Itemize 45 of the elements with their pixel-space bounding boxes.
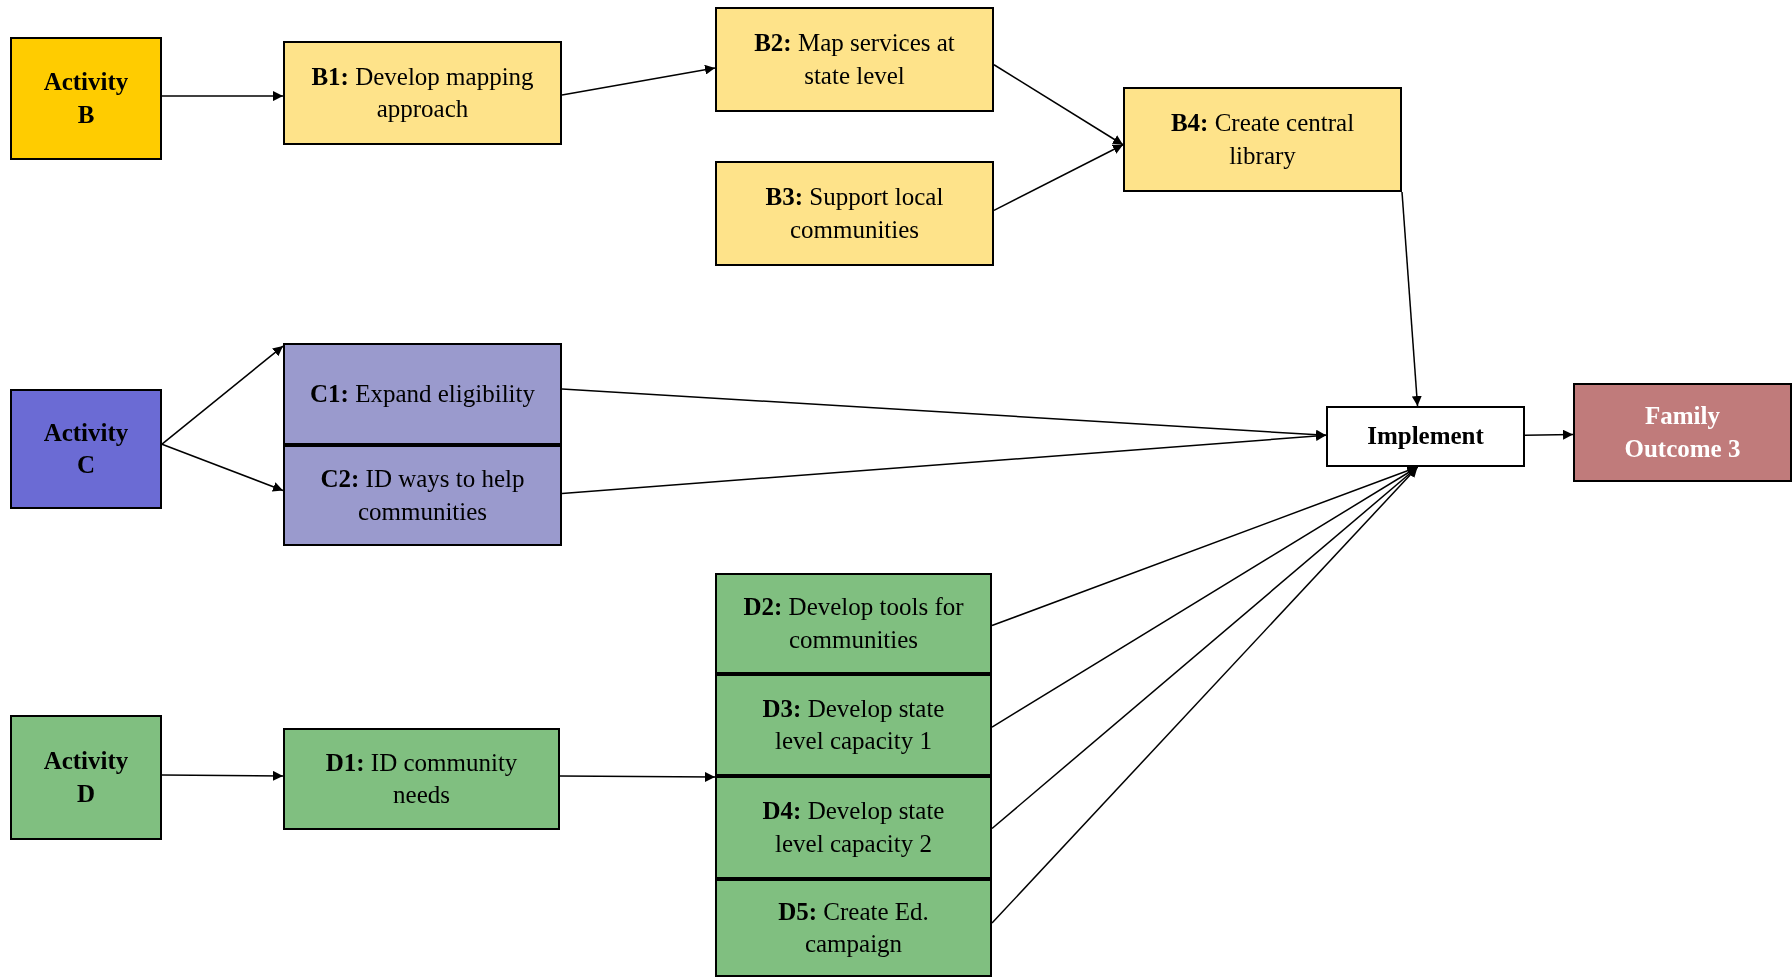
arrow xyxy=(561,431,1327,495)
arrow xyxy=(161,345,284,445)
activity-box xyxy=(10,715,162,840)
box-label: B3: Support local communities xyxy=(764,182,945,245)
box-label: B1: Develop mapping approach xyxy=(310,61,535,124)
arrow xyxy=(161,443,284,492)
task-box xyxy=(715,7,994,112)
box-label: C2: ID ways to help communities xyxy=(319,464,526,527)
outcome-box xyxy=(1573,383,1792,482)
task-box xyxy=(715,776,992,879)
box-label: D4: Develop state level capacity 2 xyxy=(761,796,946,859)
box-label: Activity B xyxy=(42,67,130,130)
box-label: D5: Create Ed. campaign xyxy=(777,896,930,959)
box-label: B4: Create central library xyxy=(1169,108,1356,171)
box-label: D1: ID community needs xyxy=(324,747,519,810)
arrow xyxy=(559,771,716,782)
box-label: Activity D xyxy=(42,746,130,809)
box-label: D2: Develop tools for communities xyxy=(742,592,965,655)
task-box xyxy=(283,728,560,830)
activity-box xyxy=(10,389,162,509)
implement-box xyxy=(1326,406,1525,467)
task-box xyxy=(715,674,992,776)
arrow xyxy=(1524,429,1574,440)
task-box xyxy=(1123,87,1402,192)
box-label: Family Outcome 3 xyxy=(1623,401,1742,464)
arrow xyxy=(991,466,1419,830)
arrow xyxy=(161,770,284,781)
task-box xyxy=(715,573,992,674)
arrow xyxy=(561,64,716,96)
arrow xyxy=(161,91,284,102)
box-label: B2: Map services at state level xyxy=(753,28,956,91)
arrow xyxy=(993,64,1124,146)
task-box xyxy=(715,879,992,977)
task-box xyxy=(283,343,562,445)
task-box xyxy=(283,445,562,546)
activity-box xyxy=(10,37,162,160)
arrow xyxy=(1401,191,1422,407)
box-label: Activity C xyxy=(42,417,130,480)
box-label: D3: Develop state level capacity 1 xyxy=(761,693,946,756)
arrow xyxy=(993,144,1124,212)
box-label: C1: Expand eligibility xyxy=(310,378,535,409)
task-box xyxy=(715,161,994,266)
box-label: Implement xyxy=(1367,421,1484,452)
arrow xyxy=(991,466,1419,924)
task-box xyxy=(283,41,562,145)
